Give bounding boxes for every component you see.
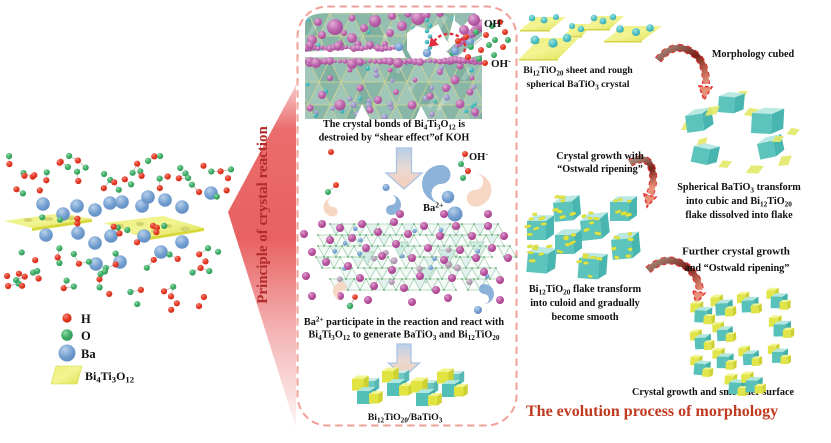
svg-text:Bi4Ti3O12 to generate BaTiO3 a: Bi4Ti3O12 to generate BaTiO3 and Bi12TiO… <box>308 330 499 343</box>
svg-text:OH-: OH- <box>469 149 488 163</box>
svg-text:flake dissolved into flake: flake dissolved into flake <box>685 210 793 221</box>
svg-text:Bi12TiO20/BaTiO3: Bi12TiO20/BaTiO3 <box>368 412 443 425</box>
svg-text:OH-: OH- <box>484 16 504 30</box>
svg-text:Spherical BaTiO3 transform: Spherical BaTiO3 transform <box>677 182 801 195</box>
svg-text:Crystal growth and smoother su: Crystal growth and smoother surface <box>632 387 795 398</box>
svg-text:H: H <box>81 312 91 326</box>
svg-text:Crystal growth with: Crystal growth with <box>556 151 644 162</box>
svg-text:The evolution process of morph: The evolution process of morphology <box>526 403 778 420</box>
svg-text:into culoid and gradually: into culoid and gradually <box>530 298 640 309</box>
svg-text:Morphology cubed: Morphology cubed <box>712 49 795 60</box>
svg-text:Bi4Ti3O12: Bi4Ti3O12 <box>85 369 134 385</box>
svg-text:spherical BaTiO3 crystal: spherical BaTiO3 crystal <box>527 79 630 92</box>
svg-text:destroied by “shear effect”of: destroied by “shear effect”of KOH <box>319 133 470 144</box>
svg-text:Bi12TiO20 flake transform: Bi12TiO20 flake transform <box>529 284 642 297</box>
svg-text:and “Ostwald ripening”: and “Ostwald ripening” <box>685 263 790 274</box>
svg-text:into cubic and Bi12TiO20: into cubic and Bi12TiO20 <box>686 196 792 209</box>
svg-text:become smooth: become smooth <box>551 312 618 323</box>
svg-text:Further crystal growth: Further crystal growth <box>682 246 790 258</box>
svg-text:Bi12TiO20 sheet and rough: Bi12TiO20 sheet and rough <box>523 65 633 78</box>
svg-text:“Ostwald ripening”: “Ostwald ripening” <box>557 164 643 175</box>
svg-text:The crystal bonds of Bi4Ti3O12: The crystal bonds of Bi4Ti3O12 is <box>323 119 465 132</box>
svg-text:Principle of crystal reaction: Principle of crystal reaction <box>255 126 271 304</box>
svg-text:Ba2+: Ba2+ <box>423 200 443 214</box>
svg-text:O: O <box>81 329 91 343</box>
svg-text:Ba: Ba <box>81 347 96 361</box>
svg-text:Ba2+ participate in the reacti: Ba2+ participate in the reaction and rea… <box>304 314 504 328</box>
svg-text:OH-: OH- <box>491 56 511 70</box>
